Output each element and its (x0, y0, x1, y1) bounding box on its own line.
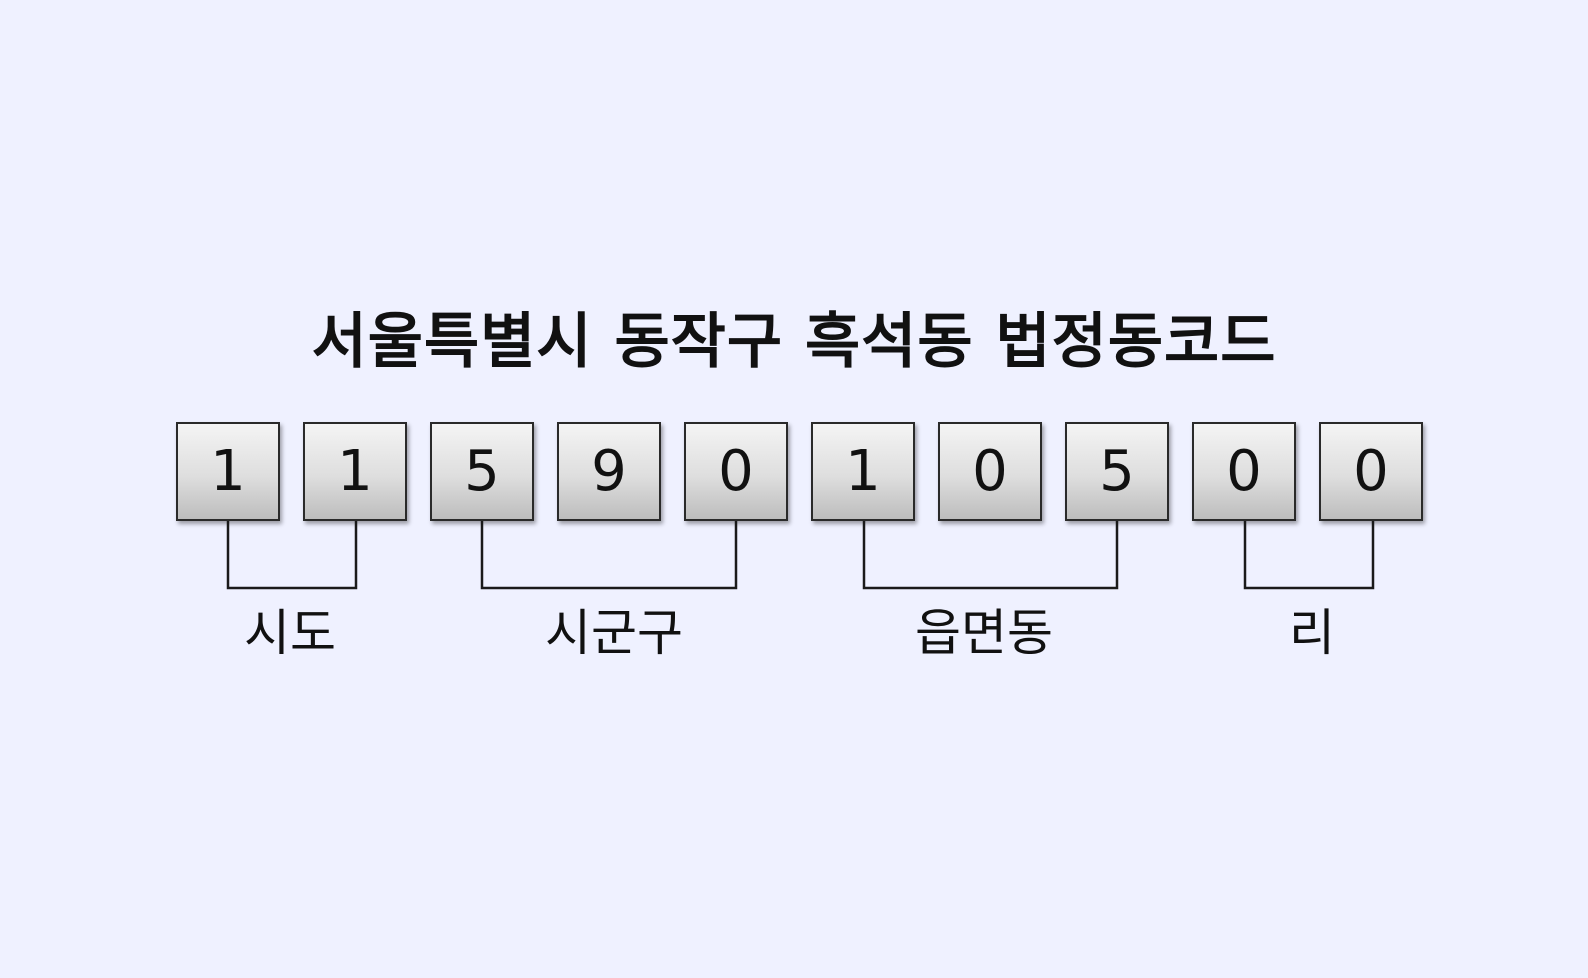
bracket-sigungu (480, 521, 738, 590)
digit-box: 0 (938, 422, 1042, 521)
group-label-sigungu: 시군구 (545, 604, 683, 662)
diagram-title: 서울특별시 동작구 흑석동 법정동코드 (311, 307, 1277, 377)
bracket-ri (1243, 521, 1375, 590)
digit-box: 5 (1065, 422, 1169, 521)
digit-box: 0 (1192, 422, 1296, 521)
group-label-sido: 시도 (244, 604, 336, 662)
digit-box: 1 (303, 422, 407, 521)
digit-box: 0 (684, 422, 788, 521)
bracket-eupmyeondong (862, 521, 1119, 590)
digit-box: 1 (176, 422, 280, 521)
digit-box: 5 (430, 422, 534, 521)
bracket-sido (226, 521, 358, 590)
digit-box: 0 (1319, 422, 1423, 521)
group-label-eupmyeondong: 읍면동 (915, 604, 1053, 662)
digit-box: 1 (811, 422, 915, 521)
group-label-ri: 리 (1289, 604, 1335, 662)
digit-box: 9 (557, 422, 661, 521)
